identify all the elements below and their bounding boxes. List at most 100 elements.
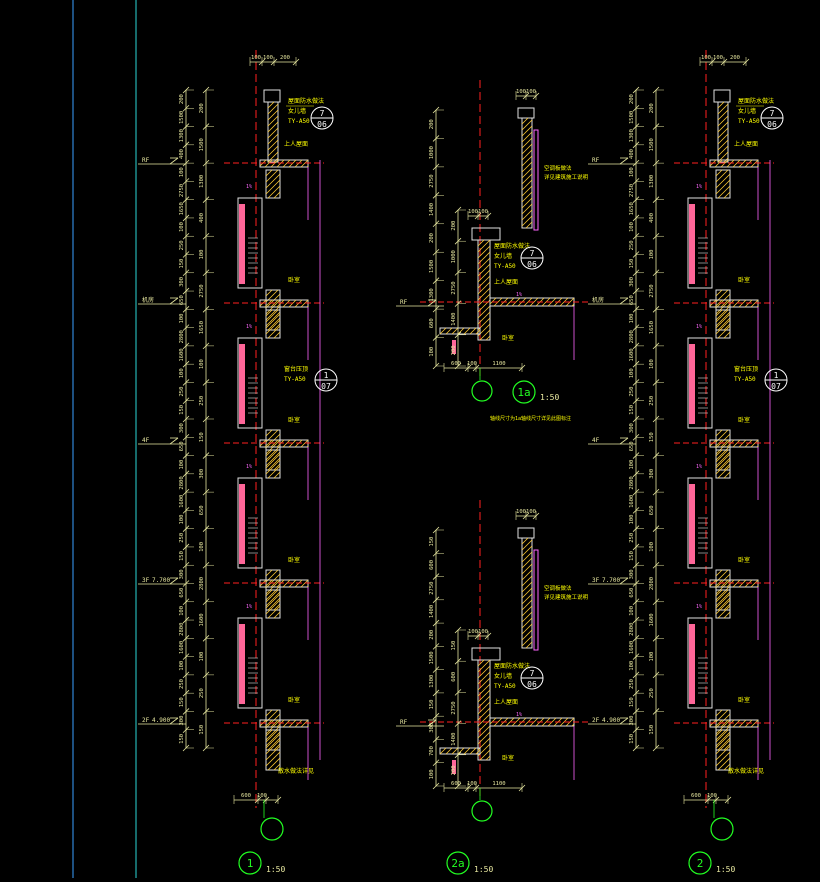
- s1a-upper-wall-hatch: [521, 203, 533, 215]
- s2-wall-lower-3-hatch: [715, 709, 723, 717]
- s1-wall-upper-0-outline: [265, 169, 281, 199]
- s1-wall-upper-1-hatch: [273, 331, 281, 339]
- s2-slab-1-hatch: [732, 299, 741, 308]
- s2-wall-base-hatch: [715, 729, 723, 737]
- s2a-level-tag: RF: [400, 719, 408, 726]
- s1-wall-lower-3-hatch: [273, 743, 281, 751]
- s2a-upper-wall-hatch: [521, 539, 533, 551]
- s1-wall-lower-3: [265, 709, 281, 751]
- section-1a: 空调板做法详见建筑施工说明屋面防水做法女儿墙TY-A50706上人屋面卧室1%R…: [396, 80, 590, 422]
- s2-level-2-tag: 4F: [592, 437, 600, 444]
- s1a-lower-wall-hatch: [477, 239, 491, 253]
- s2-parapet-hatch: [717, 109, 729, 121]
- s1a-lower-wall-hatch: [477, 269, 491, 283]
- s2-vdims-label: 1600: [629, 348, 635, 361]
- s2-vdims-b-label: 100: [649, 652, 655, 662]
- s1a-callout-bottom: 06: [527, 260, 537, 269]
- s2-note-top-1: 女儿墙: [738, 107, 756, 115]
- s1-vdims-label: 200: [179, 94, 185, 104]
- s2-vdims-b: 2001500130040010027501650100250150300650…: [649, 86, 664, 752]
- s2-parapet-hatch: [717, 103, 729, 115]
- s1-level-1-tag: 机房: [142, 296, 154, 304]
- s1-callout-top-top: 7: [320, 109, 325, 118]
- s1-slope-1: 1%: [246, 324, 252, 330]
- s2-vdims-label: 250: [629, 240, 635, 250]
- s1-wall-base-hatch: [265, 751, 281, 767]
- s1a-room: 卧室: [502, 334, 514, 342]
- s1-top-dims-label: 100: [263, 55, 273, 61]
- s2-wall-upper-2-hatch: [715, 459, 731, 475]
- s1-vdims-label: 300: [179, 423, 185, 433]
- s2a-vdims-b-label: 600: [451, 672, 457, 682]
- s2-wall-base: [715, 729, 731, 771]
- s1-wall-lower-1-hatch: [265, 445, 281, 461]
- s2-slab-0-hatch: [714, 159, 723, 168]
- s1-vdims-label: 650: [179, 588, 185, 598]
- s2-vdims-label: 100: [629, 368, 635, 378]
- s1-slab-3-hatch: [300, 579, 309, 588]
- s2a-note-mid-2: TY-A50: [494, 683, 516, 690]
- s2a-lower-wall-hatch: [479, 749, 491, 761]
- s2a-vdims-b-label: 2750: [451, 701, 457, 714]
- s1a-bottom-dims-label: 1100: [492, 361, 505, 367]
- s1-parapet-hatch: [267, 121, 279, 133]
- s2-slab-3-hatch: [756, 585, 759, 588]
- s1-wall-upper-0-hatch: [273, 191, 281, 199]
- s1-wall-upper-1-outline: [265, 309, 281, 339]
- s1-slab-2-hatch: [282, 439, 291, 448]
- s2-wall-upper-2: [715, 449, 731, 479]
- s2-wall-upper-1-hatch: [715, 319, 731, 335]
- s2-vdims-label: 1600: [629, 495, 635, 508]
- s2a-upper-wall-hatch: [521, 581, 533, 593]
- s2-vdims-b-label: 100: [649, 359, 655, 369]
- s2a-upper-wall-hatch: [521, 551, 533, 563]
- s1-vdims-label: 650: [179, 441, 185, 451]
- s2-window-glass-1: [689, 344, 695, 424]
- s2a-ledge-hatch: [463, 747, 471, 755]
- s2-window-glass-2: [689, 484, 695, 564]
- s1-wall-upper-3-hatch: [265, 589, 279, 603]
- s2-vdims-label: 150: [629, 697, 635, 707]
- s1a-ledge-outline: [439, 327, 481, 335]
- s2a-mid-dims-label: 100: [468, 629, 478, 635]
- s1a-vdims-label: 1400: [429, 203, 435, 216]
- s1a-title-circle: [512, 380, 536, 404]
- s1-parapet-hatch: [267, 139, 279, 151]
- s1a-vdims-label: 2750: [429, 174, 435, 187]
- s1-top-dims-label: 200: [280, 55, 290, 61]
- s1-window-glass-1: [239, 344, 245, 424]
- s1a-upper-lining: [533, 129, 539, 231]
- s2a-vdims-label: 300: [429, 723, 435, 733]
- s2-wall-lower-3-hatch: [715, 731, 731, 747]
- s2-slab-1-hatch: [750, 299, 759, 308]
- s1-level-3-value: 7.700: [152, 577, 170, 584]
- s1a-upper-wall-hatch: [521, 185, 533, 197]
- s2-vdims-label: 300: [629, 423, 635, 433]
- s2-vdims-label: 300: [629, 716, 635, 726]
- s1-wall-lower-3-hatch: [265, 713, 281, 729]
- s1-vdims-b-label: 1600: [199, 613, 205, 626]
- s1-window-glass-0: [239, 204, 245, 284]
- s2-wall-upper-3-hatch: [715, 593, 731, 609]
- s1a-vdims-b-label: 2750: [451, 281, 457, 294]
- s1-vdims-label: 150: [179, 551, 185, 561]
- s2-level-1-tri-a: [619, 297, 629, 305]
- s1-callout-top-bottom: 06: [317, 120, 327, 129]
- s2-vdims-label: 400: [629, 149, 635, 159]
- s1-parapet-hatch: [267, 101, 275, 109]
- s2-slab-4-hatch: [714, 719, 723, 728]
- s1-wall-upper-0: [265, 169, 281, 199]
- s1a-top-dims-label: 100: [526, 89, 536, 95]
- s1-wall-lower-0-hatch: [265, 305, 281, 321]
- s2-wall-base-hatch: [715, 751, 731, 767]
- s2-vdims-b-label: 1500: [649, 138, 655, 151]
- s1-vdims-label: 100: [179, 314, 185, 324]
- s1a-upper-wall-outline: [521, 117, 533, 229]
- s1a-lower-wall-hatch: [477, 311, 491, 325]
- s2a-callout-top: 7: [530, 669, 535, 678]
- s2-grid-circle: [710, 817, 734, 841]
- s2a-lower-wall-hatch: [477, 683, 491, 697]
- s1a-bottom-dims-label: 100: [467, 361, 477, 367]
- s1a-lower-wall-hatch: [485, 335, 491, 341]
- s1a-top-dims-label: 100: [516, 89, 526, 95]
